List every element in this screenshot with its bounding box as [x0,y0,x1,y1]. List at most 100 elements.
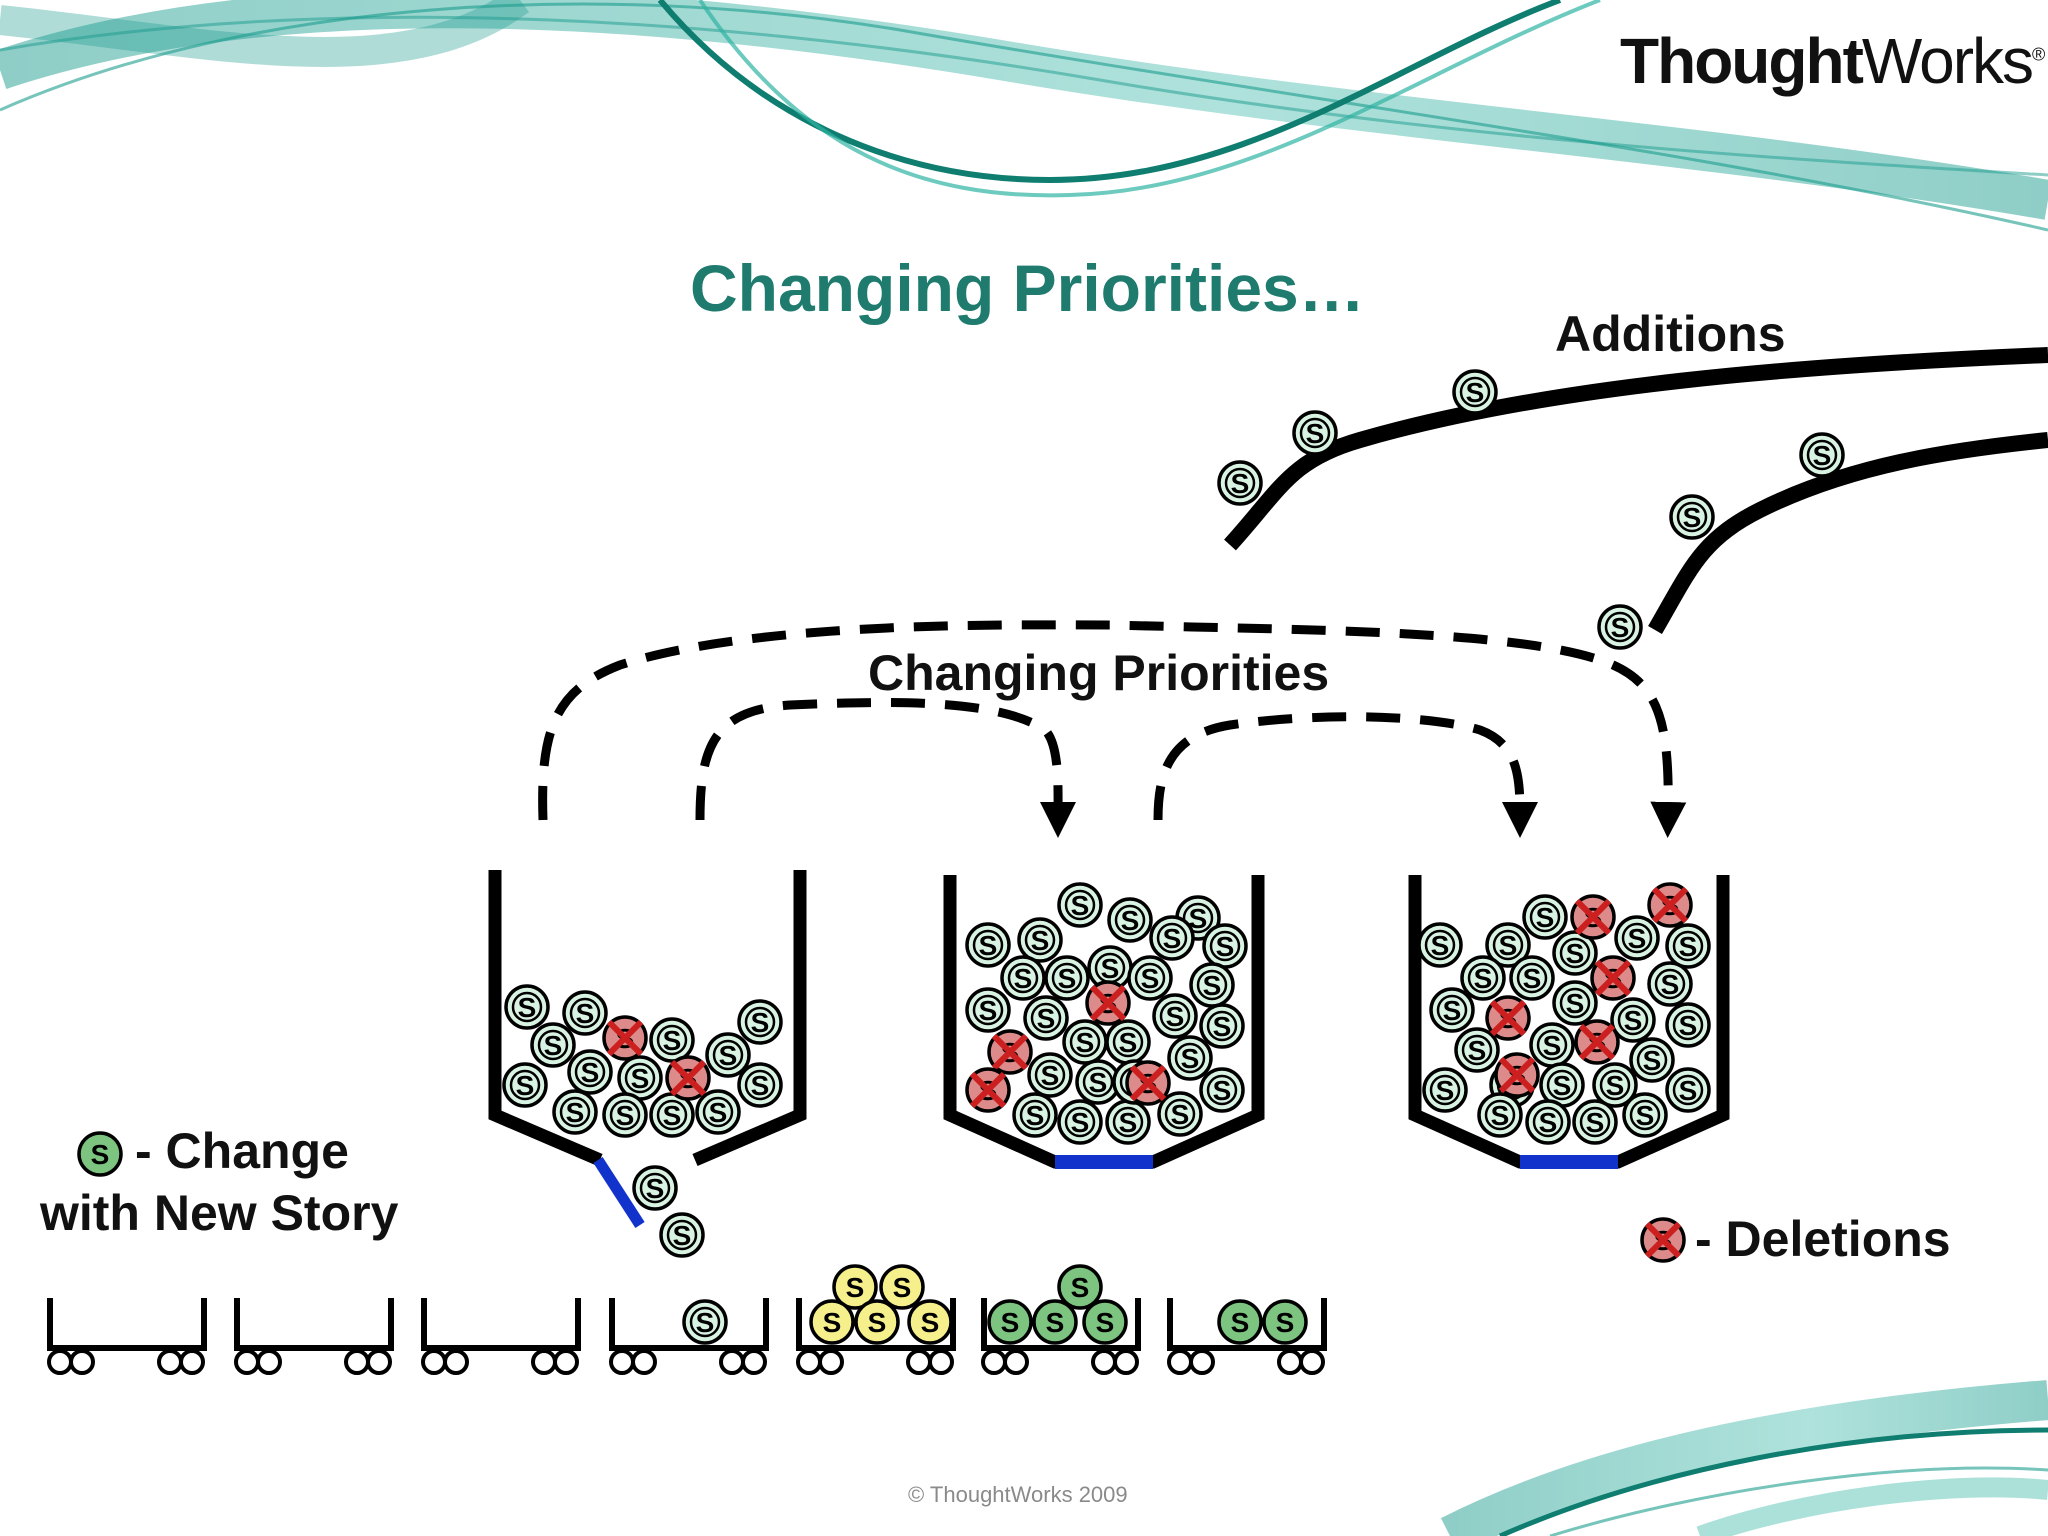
change-story-icon: S [1262,1299,1308,1345]
deleted-story-icon: S [1485,995,1531,1041]
story-ball-icon: S [1217,460,1263,506]
svg-text:S: S [1189,903,1208,934]
svg-text:S: S [1026,1100,1045,1131]
svg-text:S: S [751,1007,770,1038]
svg-text:S: S [1141,963,1160,994]
svg-text:S: S [893,1272,912,1303]
additions-label: Additions [1555,306,1786,362]
story-ball-icon: S [649,1092,695,1138]
story-ball-icon: S [1027,1052,1073,1098]
svg-text:S: S [1014,963,1033,994]
hoppers [488,870,1730,1228]
yellow-story-icon: S [879,1264,925,1310]
story-ball-icon: S [1107,897,1153,943]
story-ball-icon: S [1167,1035,1213,1081]
svg-text:S: S [516,1070,535,1101]
story-ball-icon: S [1057,1099,1103,1145]
deleted-story-icon: S [602,1015,648,1061]
story-ball-icon: S [502,1062,548,1108]
svg-text:S: S [1037,1003,1056,1034]
changing-priorities-label: Changing Priorities [868,645,1330,701]
svg-text:S: S [1431,930,1450,961]
story-ball-icon: S [1454,1027,1500,1073]
cart-icon [796,1298,956,1375]
deleted-story-icon: S [665,1055,711,1101]
cart-icon [609,1298,769,1375]
svg-text:S: S [673,1220,692,1251]
svg-text:S: S [1628,923,1647,954]
thoughtworks-logo: ThoughtWorks® [1620,25,2046,97]
svg-text:S: S [1071,1272,1090,1303]
svg-text:S: S [979,995,998,1026]
story-ball-icon: S [617,1055,663,1101]
svg-text:S: S [868,1307,887,1338]
svg-text:S: S [1089,1067,1108,1098]
yellow-story-icon: S [832,1264,878,1310]
svg-text:S: S [709,1097,728,1128]
svg-text:S: S [576,998,595,1029]
story-ball-icon: S [965,987,1011,1033]
legend-deletions-text: - Deletions [1695,1211,1951,1267]
svg-text:S: S [1679,1075,1698,1106]
svg-text:S: S [1611,612,1630,643]
svg-text:S: S [663,1100,682,1131]
story-ball-icon: S [1012,1092,1058,1138]
svg-text:S: S [1586,1107,1605,1138]
svg-text:S: S [1071,1107,1090,1138]
story-ball-icon: S [504,984,550,1030]
story-ball-icon: S [1552,930,1598,976]
yellow-story-icon: S [907,1299,953,1345]
story-ball-icon: S [1647,961,1693,1007]
svg-text:S: S [1443,995,1462,1026]
svg-text:S: S [1679,1010,1698,1041]
svg-text:S: S [1543,1030,1562,1061]
copyright-footer: © ThoughtWorks 2009 [908,1482,1128,1507]
story-ball-icon: S [530,1022,576,1068]
story-ball-icon: S [1429,987,1475,1033]
story-ball-icon: S [1202,923,1248,969]
change-story-icon: S [987,1299,1033,1345]
top-wave-decoration [0,0,2048,232]
additions-chutes [1224,347,2048,635]
svg-text:S: S [751,1070,770,1101]
story-ball-icon: S [1157,1091,1203,1137]
svg-text:S: S [566,1097,585,1128]
cart-icon [234,1298,394,1375]
story-ball-icon: S [965,922,1011,968]
hopper-1 [488,870,603,1166]
story-ball-icon: S [705,1032,751,1078]
deleted-story-icon: S [987,1029,1033,1075]
svg-text:S: S [921,1307,940,1338]
change-story-icon: S [1057,1264,1103,1310]
svg-text:S: S [1536,902,1555,933]
story-ball-icon: S [1062,1019,1108,1065]
legend-change-icon: S [77,1131,123,1177]
story-ball-icon: S [1477,1092,1523,1138]
svg-text:S: S [616,1100,635,1131]
story-ball-icon: S [1799,432,1845,478]
svg-text:S: S [646,1173,665,1204]
svg-text:S: S [1213,1075,1232,1106]
story-ball-icon: S [682,1299,728,1345]
legend-change-text: - Change [135,1123,349,1179]
svg-text:S: S [1171,1099,1190,1130]
svg-text:S: S [581,1057,600,1088]
story-ball-icon: S [1017,917,1063,963]
story-ball-icon: S [1044,955,1090,1001]
change-story-icon: S [1217,1299,1263,1345]
story-ball-icon: S [1057,882,1103,928]
story-ball-icon: S [1460,955,1506,1001]
svg-text:S: S [1661,969,1680,1000]
svg-text:S: S [663,1025,682,1056]
story-ball-icon: S [1665,1002,1711,1048]
svg-text:S: S [1466,377,1485,408]
story-ball-icon: S [1105,1019,1151,1065]
svg-text:S: S [846,1272,865,1303]
story-ball-icon: S [1149,915,1195,961]
deleted-story-icon: S [1494,1052,1540,1098]
svg-text:S: S [1203,970,1222,1001]
svg-text:S: S [1306,418,1325,449]
story-ball-icon: S [1189,962,1235,1008]
story-ball-icon: S [1152,993,1198,1039]
svg-text:S: S [1166,1001,1185,1032]
